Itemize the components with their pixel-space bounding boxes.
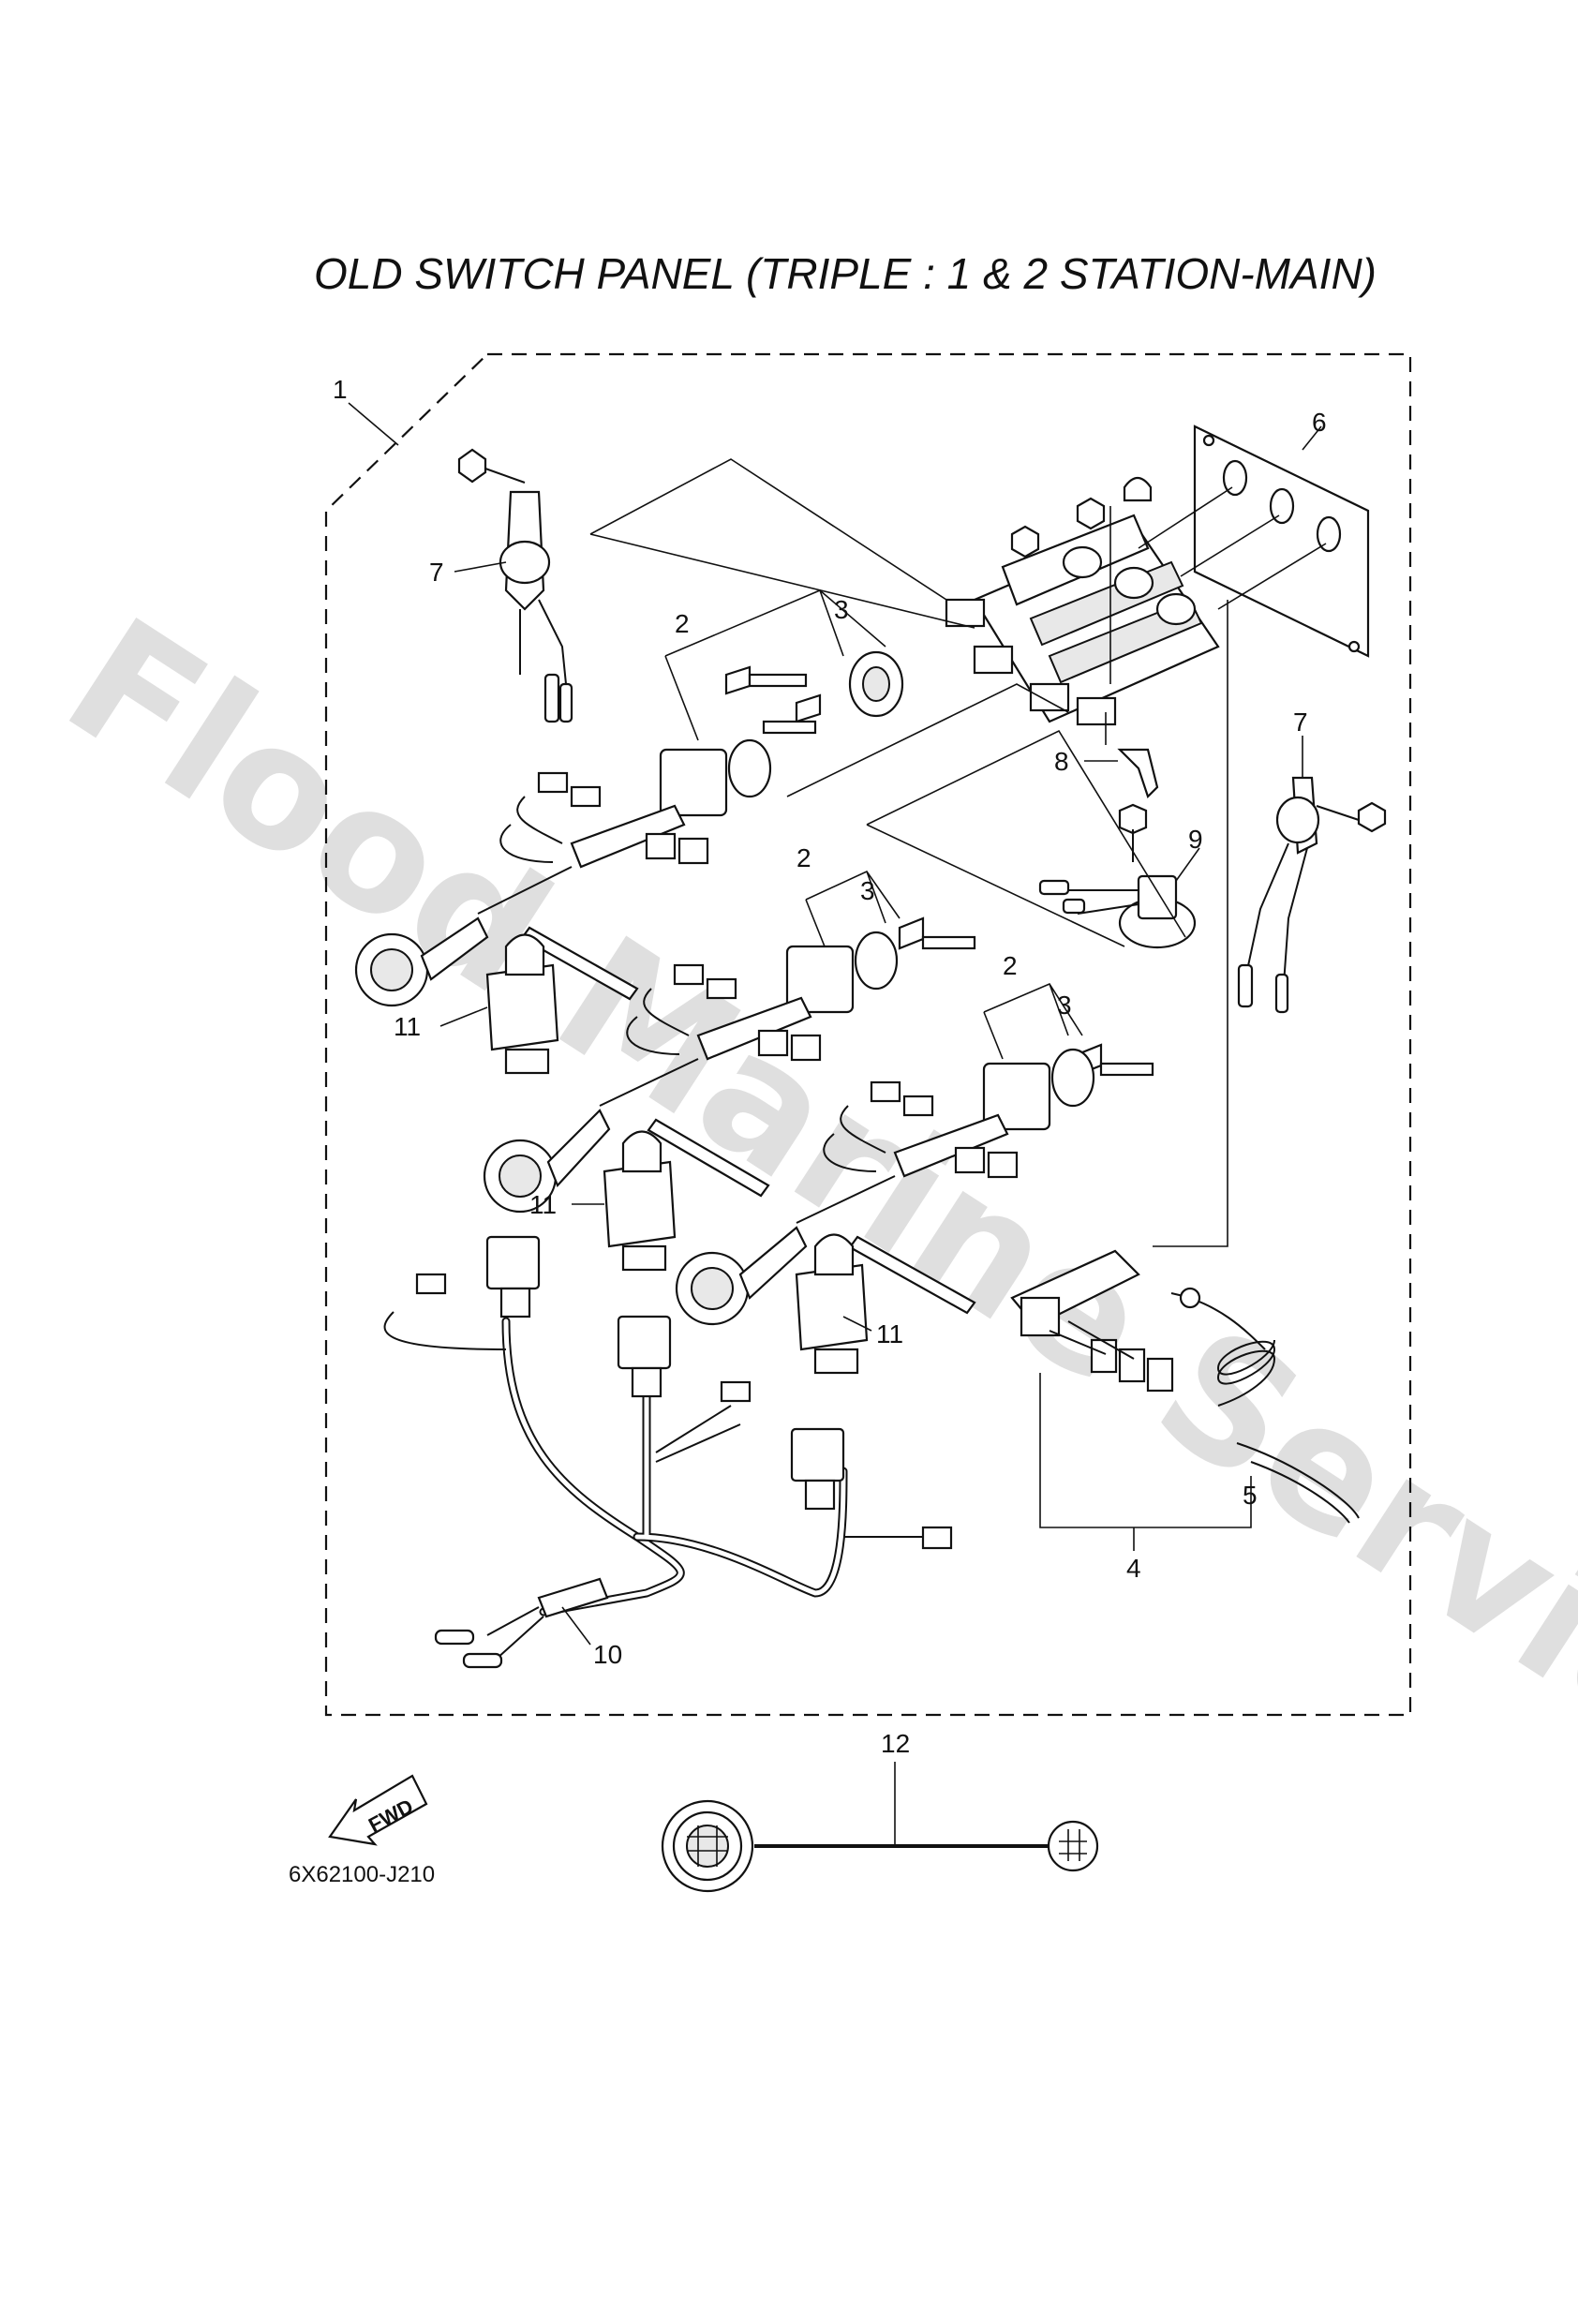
main-switch-upper	[354, 738, 772, 1007]
relay-2	[603, 1130, 677, 1272]
extension-harness	[661, 1799, 1099, 1893]
callout-11: 11	[529, 1190, 557, 1219]
mounting-plate	[1138, 425, 1370, 658]
callout-1: 1	[333, 375, 348, 404]
stay-bracket	[1117, 748, 1159, 862]
callout-7: 7	[429, 558, 444, 587]
callout-4: 4	[1126, 1554, 1141, 1583]
key-set-middle	[898, 916, 976, 950]
relay-1	[485, 933, 559, 1075]
cable-tie-2	[647, 1118, 770, 1198]
callout-2: 2	[796, 843, 811, 872]
callout-6: 6	[1312, 408, 1327, 437]
main-wire-harness	[383, 1235, 953, 1669]
panel-bracket	[945, 476, 1220, 726]
buzzer	[1038, 874, 1197, 949]
key-set-upper	[724, 650, 904, 735]
callout-2: 2	[675, 609, 690, 638]
leader-lines	[348, 402, 1322, 1846]
main-switch-lower	[675, 1048, 1095, 1326]
stop-switch	[1010, 1249, 1174, 1393]
callout-3: 3	[834, 595, 849, 624]
diagram-title: OLD SWITCH PANEL (TRIPLE : 1 & 2 STATION…	[314, 249, 1377, 298]
callout-9: 9	[1188, 825, 1203, 854]
callout-3: 3	[1057, 991, 1072, 1020]
drawing-code: 6X62100-J210	[289, 1862, 435, 1887]
assembly-boundary	[324, 352, 1412, 1717]
callout-12: 12	[881, 1729, 910, 1758]
callout-2: 2	[1003, 951, 1018, 980]
callout-7: 7	[1293, 708, 1308, 737]
cable-clamp-right	[1237, 776, 1387, 1014]
fwd-arrow-icon: FWD	[328, 1774, 428, 1846]
callout-11: 11	[876, 1319, 903, 1348]
watermark: Flood Marine Services	[35, 582, 1578, 1891]
callout-5: 5	[1243, 1481, 1258, 1510]
relay-3	[795, 1233, 869, 1375]
callout-8: 8	[1054, 747, 1069, 776]
lanyard	[1170, 1287, 1360, 1524]
callout-3: 3	[860, 876, 875, 905]
callout-10: 10	[593, 1640, 622, 1669]
main-switch-middle	[483, 931, 899, 1214]
callout-11: 11	[394, 1012, 421, 1041]
cable-tie-3	[848, 1235, 976, 1315]
cable-clamp-left	[457, 448, 573, 723]
